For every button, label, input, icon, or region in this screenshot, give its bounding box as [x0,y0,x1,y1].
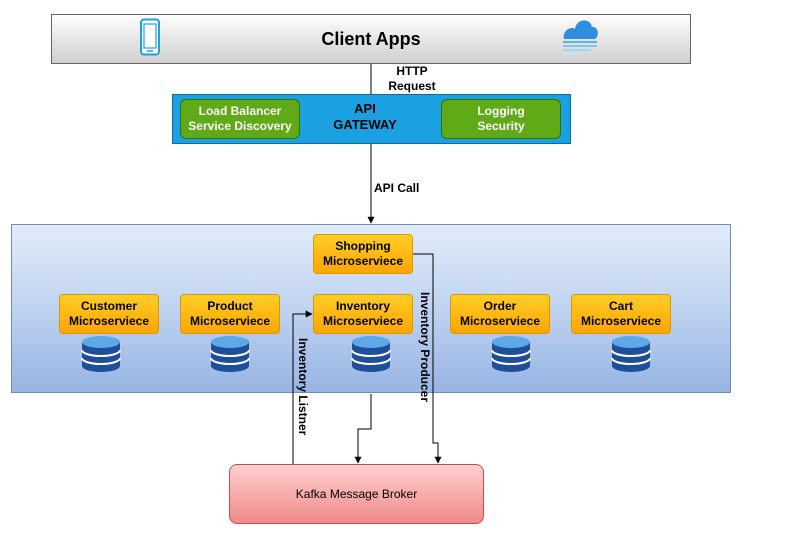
shopping-microservice: Shopping Microserviece [313,234,413,274]
load-balancer-box: Load Balancer Service Discovery [180,99,300,139]
cloud-icon [563,20,598,55]
inventory-listener-arrow [292,310,313,464]
order-database-icon [491,336,531,372]
mobile-phone-icon [140,18,160,56]
kafka-message-broker: Kafka Message Broker [229,464,484,524]
logging-security-box: Logging Security [441,99,561,139]
order-microservice: Order Microserviece [450,294,550,334]
cart-microservice: Cart Microserviece [571,294,671,334]
client-apps-title: Client Apps [321,28,421,49]
http-request-label: HTTP Request [388,64,436,93]
api-gateway-title: API GATEWAY [333,101,397,132]
cart-database-icon [611,336,651,372]
inventory-database-icon [351,336,391,372]
customer-database-icon [81,336,121,372]
inventory-microservice: Inventory Microserviece [313,294,413,334]
inventory-producer-arrow [413,253,442,464]
inventory-to-kafka-arrow [354,394,372,464]
inventory-listener-label: Inventory Listner [296,338,310,436]
product-database-icon [210,336,250,372]
api-call-label: API Call [374,181,420,195]
product-microservice: Product Microserviece [180,294,280,334]
inventory-producer-label: Inventory Producer [418,292,432,403]
customer-microservice: Customer Microserviece [59,294,159,334]
